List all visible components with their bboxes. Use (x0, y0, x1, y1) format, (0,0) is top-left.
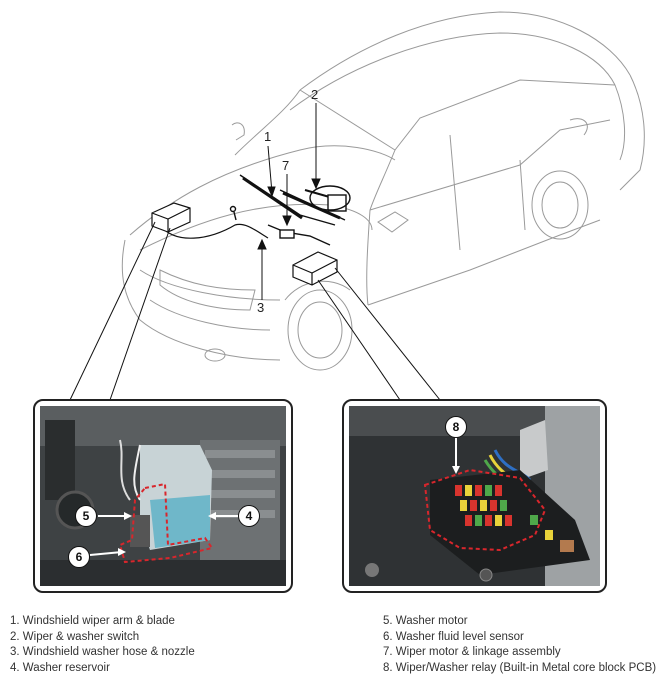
callout-leaders (257, 103, 321, 300)
wiper-components (159, 174, 351, 246)
wiper-system-diagram (33, 11, 645, 593)
callout-7: 7 (282, 158, 290, 173)
legend-item: 3. Windshield washer hose & nozzle (10, 646, 195, 658)
legend-item: 4. Washer reservoir (10, 661, 110, 674)
legend-item: 6. Washer fluid level sensor (383, 630, 524, 643)
legend-item: 5. Washer motor (383, 615, 468, 627)
legend-right: 5. Washer motor 6. Washer fluid level se… (383, 614, 656, 676)
legend-left: 1. Windshield wiper arm & blade 2. Wiper… (10, 614, 195, 676)
legend-item: 7. Wiper motor & linkage assembly (383, 646, 561, 658)
fuse-array (455, 485, 574, 552)
photo-washer-reservoir (33, 399, 293, 593)
badge-8: 8 (445, 416, 467, 438)
badge-6: 6 (68, 546, 90, 568)
callout-2: 2 (311, 87, 319, 102)
legend-item: 1. Windshield wiper arm & blade (10, 615, 175, 627)
car-outline (121, 11, 645, 371)
reservoir-box (151, 202, 191, 233)
badge-4: 4 (238, 505, 260, 527)
badge-5: 5 (75, 505, 97, 527)
callout-3: 3 (257, 300, 265, 315)
connector-lines (69, 221, 441, 401)
callout-1: 1 (264, 129, 272, 144)
legend-item: 8. Wiper/Washer relay (Built-in Metal co… (383, 661, 657, 674)
photo-relay-box (342, 399, 607, 593)
relay-box (292, 251, 338, 286)
legend-item: 2. Wiper & washer switch (10, 630, 140, 643)
